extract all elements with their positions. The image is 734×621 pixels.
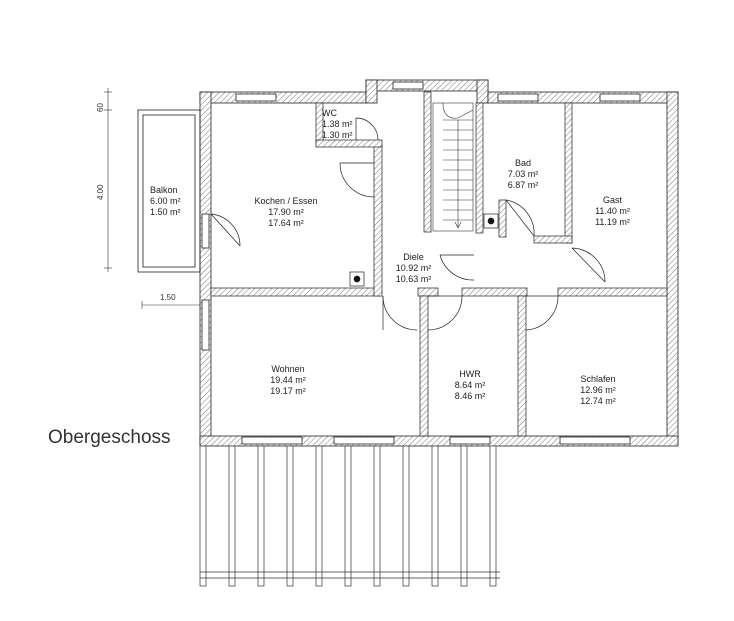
room-area: 12.74 m² [580, 396, 616, 406]
pergola-beams [199, 445, 500, 587]
room-name: Diele [403, 252, 424, 262]
room-name: Gast [602, 195, 622, 205]
room-name: Bad [514, 158, 531, 168]
room-area: 6.00 m² [150, 196, 181, 206]
room-area: 17.64 m² [268, 218, 304, 228]
balcony [137, 109, 201, 273]
room-name: Wohnen [271, 364, 305, 374]
interior-walls [210, 91, 668, 437]
room-area: 17.90 m² [268, 207, 304, 217]
room-area: 19.44 m² [270, 375, 306, 385]
dimension-side: 4.00 [96, 184, 105, 200]
room-name: Balkon [150, 185, 178, 195]
room-kochen-essen: Kochen / Essen 17.90 m² 17.64 m² [236, 196, 336, 229]
room-area: 1.30 m² [322, 130, 353, 140]
room-area: 8.46 m² [454, 391, 486, 401]
room-name: HWR [459, 369, 481, 379]
room-gast: Gast 11.40 m² 11.19 m² [585, 195, 640, 228]
room-wohnen: Wohnen 19.44 m² 19.17 m² [258, 364, 318, 397]
room-area: 10.63 m² [395, 274, 432, 284]
room-area: 7.03 m² [507, 169, 539, 179]
room-area: 1.38 m² [322, 119, 353, 129]
room-schlafen: Schlafen 12.96 m² 12.74 m² [568, 374, 628, 407]
room-area: 11.19 m² [595, 217, 630, 227]
room-balkon: Balkon 6.00 m² 1.50 m² [150, 185, 181, 218]
dimension-lines [104, 88, 201, 309]
room-area: 6.87 m² [507, 180, 539, 190]
windows [201, 81, 641, 445]
room-name: Kochen / Essen [254, 196, 318, 206]
room-area: 12.96 m² [580, 385, 616, 395]
dimension-top: 60 [96, 103, 105, 112]
room-bad: Bad 7.03 m² 6.87 m² [498, 158, 548, 191]
room-hwr: HWR 8.64 m² 8.46 m² [445, 369, 495, 402]
chimney-markers [349, 213, 499, 287]
room-area: 1.50 m² [150, 207, 181, 217]
room-diele: Diele 10.92 m² 10.63 m² [386, 252, 441, 285]
floor-title: Obergeschoss [48, 427, 171, 448]
room-area: 11.40 m² [595, 206, 630, 216]
room-area: 8.64 m² [454, 380, 486, 390]
room-area: 19.17 m² [270, 386, 306, 396]
room-name: Schlafen [580, 374, 616, 384]
doors [210, 117, 606, 331]
outer-walls [199, 79, 679, 447]
dimension-balcony-depth: 1.50 [160, 293, 176, 302]
staircase [432, 102, 474, 232]
room-wc: WC 1.38 m² 1.30 m² [322, 108, 353, 141]
room-name: WC [322, 108, 337, 118]
room-area: 10.92 m² [395, 263, 432, 273]
